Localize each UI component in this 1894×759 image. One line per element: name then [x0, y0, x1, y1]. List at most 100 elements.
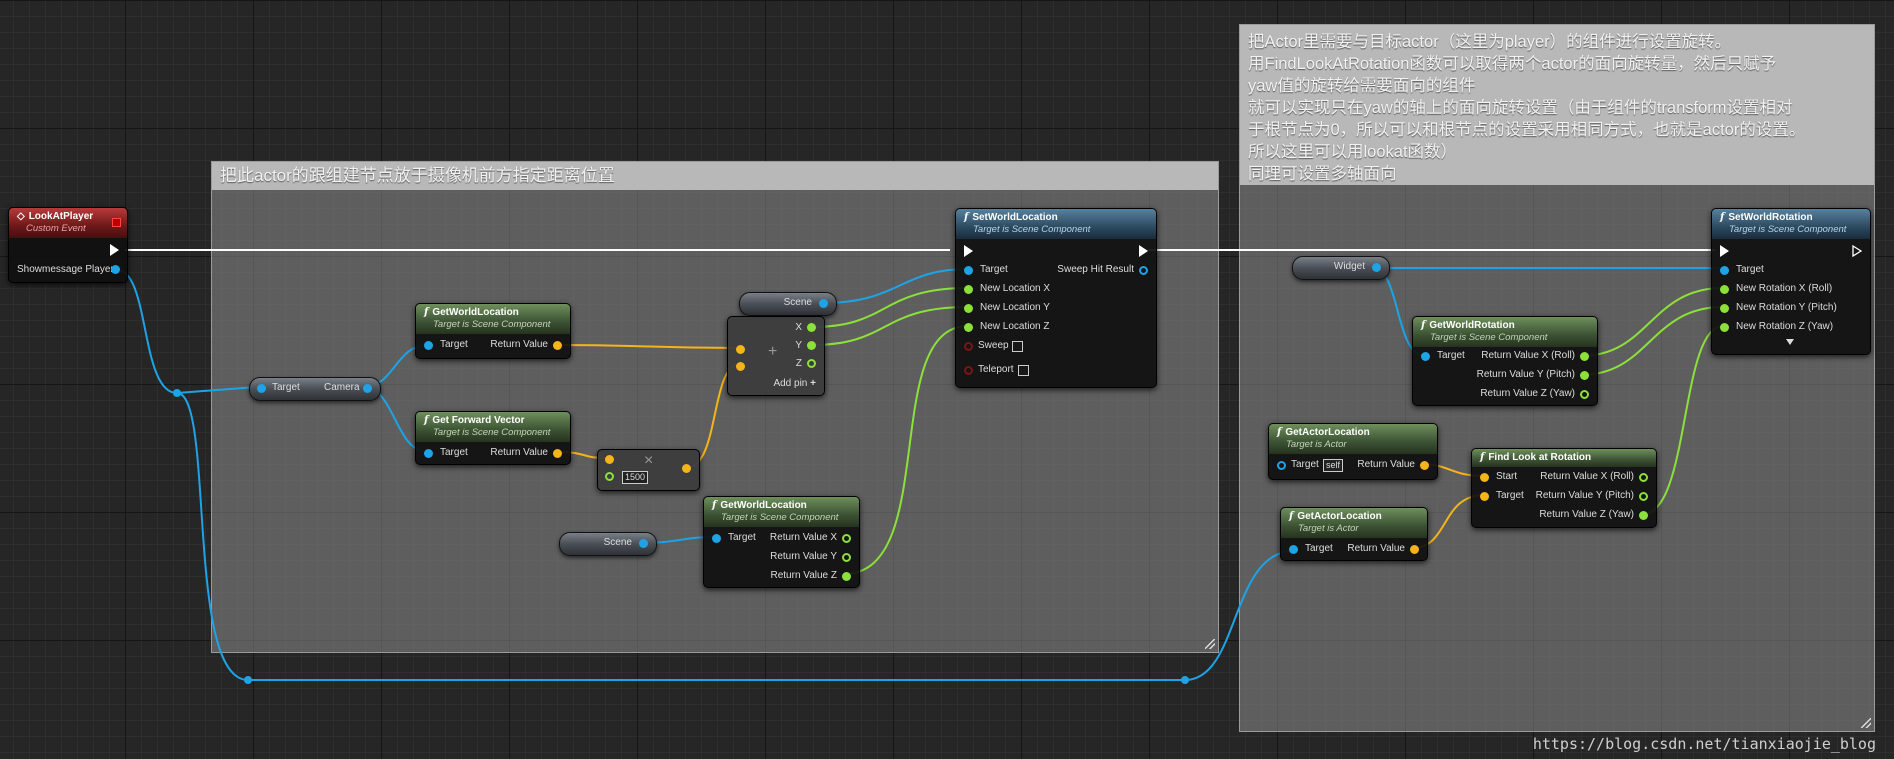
float-in-pin[interactable] — [1720, 323, 1729, 332]
node-subtitle: Target is Scene Component — [721, 512, 839, 523]
target-in-pin[interactable] — [1480, 492, 1489, 501]
widget-out-pin[interactable] — [1372, 263, 1381, 272]
exec-out-pin[interactable] — [1139, 245, 1148, 257]
widget-get-node[interactable]: Widget — [1292, 256, 1390, 280]
vector-out-pin[interactable] — [1410, 545, 1419, 554]
vector-in-pin[interactable] — [736, 362, 745, 371]
comment-box-rotation[interactable]: 把Actor里需要与目标actor（这里为player）的组件进行设置旋转。 用… — [1239, 24, 1875, 732]
node-title: GetActorLocation — [1285, 427, 1370, 438]
node-title: GetWorldLocation — [720, 500, 807, 511]
add-pin-button[interactable]: Add pin + — [773, 378, 816, 389]
float-out-pin[interactable] — [1580, 371, 1589, 380]
exec-in-pin[interactable] — [964, 245, 973, 257]
target-in-pin[interactable] — [1421, 352, 1430, 361]
scene-get-node[interactable]: Scene — [739, 292, 837, 316]
pin-label: Target — [272, 382, 300, 393]
expand-arrow-icon[interactable] — [1786, 339, 1794, 345]
float-out-pin[interactable] — [807, 323, 816, 332]
vector-out-pin[interactable] — [682, 464, 691, 473]
multiply-icon: × — [644, 452, 654, 469]
exec-out-pin[interactable] — [1852, 245, 1862, 257]
float-out-pin[interactable] — [1639, 473, 1648, 482]
reroute-node[interactable] — [173, 389, 181, 397]
function-icon: f — [424, 415, 429, 426]
float-out-pin[interactable] — [1639, 511, 1648, 520]
delegate-pin[interactable] — [112, 218, 121, 227]
scene-get-node[interactable]: Scene — [559, 532, 657, 556]
float-out-pin[interactable] — [1580, 390, 1589, 399]
start-in-pin[interactable] — [1480, 473, 1489, 482]
float-wire — [811, 306, 969, 346]
bool-in-pin[interactable] — [964, 342, 973, 351]
object-out-pin[interactable] — [111, 265, 120, 274]
exec-out-pin[interactable] — [110, 244, 119, 256]
target-in-pin[interactable] — [964, 266, 973, 275]
scene-out-pin[interactable] — [819, 299, 828, 308]
float-in-pin[interactable] — [1720, 285, 1729, 294]
target-in-pin[interactable] — [424, 449, 433, 458]
add-node[interactable]: + X Y Z Add pin + — [727, 316, 825, 396]
camera-out-pin[interactable] — [363, 384, 372, 393]
target-in-pin[interactable] — [424, 341, 433, 350]
pin-label: Return Value Z — [770, 570, 837, 581]
float-out-pin[interactable] — [842, 534, 851, 543]
target-in-pin[interactable] — [1277, 461, 1286, 470]
target-in-pin[interactable] — [257, 384, 266, 393]
vector-in-pin[interactable] — [605, 455, 614, 464]
multiply-node[interactable]: 1500 × — [597, 449, 700, 491]
target-in-pin[interactable] — [712, 534, 721, 543]
float-in-pin[interactable] — [964, 304, 973, 313]
float-out-pin[interactable] — [842, 553, 851, 562]
float-in-pin[interactable] — [964, 285, 973, 294]
node-title: GetActorLocation — [1297, 511, 1382, 522]
object-wire — [176, 392, 249, 681]
float-out-pin[interactable] — [807, 359, 816, 368]
float-out-pin[interactable] — [842, 572, 851, 581]
reroute-node[interactable] — [1181, 676, 1189, 684]
multiplier-value[interactable]: 1500 — [622, 471, 649, 484]
pin-label: Sweep Hit Result — [1057, 264, 1134, 275]
node-subtitle: Target is Actor — [1298, 523, 1359, 534]
float-in-pin[interactable] — [964, 323, 973, 332]
pin-label: Return Value X (Roll) — [1540, 471, 1634, 482]
sweep-checkbox[interactable] — [1012, 341, 1023, 352]
resize-grip-icon[interactable] — [1861, 718, 1871, 728]
node-title: Get Forward Vector — [432, 415, 525, 426]
self-value[interactable]: self — [1323, 459, 1344, 472]
comment-title[interactable]: 把Actor里需要与目标actor（这里为player）的组件进行设置旋转。 用… — [1240, 25, 1874, 185]
resize-grip-icon[interactable] — [1205, 639, 1215, 649]
vector-out-pin[interactable] — [553, 341, 562, 350]
vector-in-pin[interactable] — [736, 345, 745, 354]
exec-in-pin[interactable] — [1720, 245, 1729, 257]
target-in-pin[interactable] — [1289, 545, 1298, 554]
vector-out-pin[interactable] — [1420, 461, 1429, 470]
target-in-pin[interactable] — [1720, 266, 1729, 275]
float-in-pin[interactable] — [605, 472, 614, 481]
bool-in-pin[interactable] — [964, 366, 973, 375]
reroute-node[interactable] — [244, 676, 252, 684]
teleport-checkbox[interactable] — [1018, 365, 1029, 376]
pin-label: Target — [1305, 543, 1333, 554]
float-out-pin[interactable] — [1639, 492, 1648, 501]
vector-out-pin[interactable] — [553, 449, 562, 458]
scene-out-pin[interactable] — [639, 539, 648, 548]
pin-label: Target — [1291, 459, 1319, 470]
custom-event-node[interactable]: ◇LookAtPlayer Custom Event Showmessage P… — [8, 207, 128, 283]
comment-title[interactable]: 把此actor的跟组建节点放于摄像机前方指定距离位置 — [212, 162, 1218, 190]
hit-result-out-pin[interactable] — [1139, 266, 1148, 275]
float-in-pin[interactable] — [1720, 304, 1729, 313]
float-out-pin[interactable] — [807, 341, 816, 350]
float-out-pin[interactable] — [1580, 352, 1589, 361]
camera-get-node[interactable]: Target Camera — [249, 377, 381, 401]
